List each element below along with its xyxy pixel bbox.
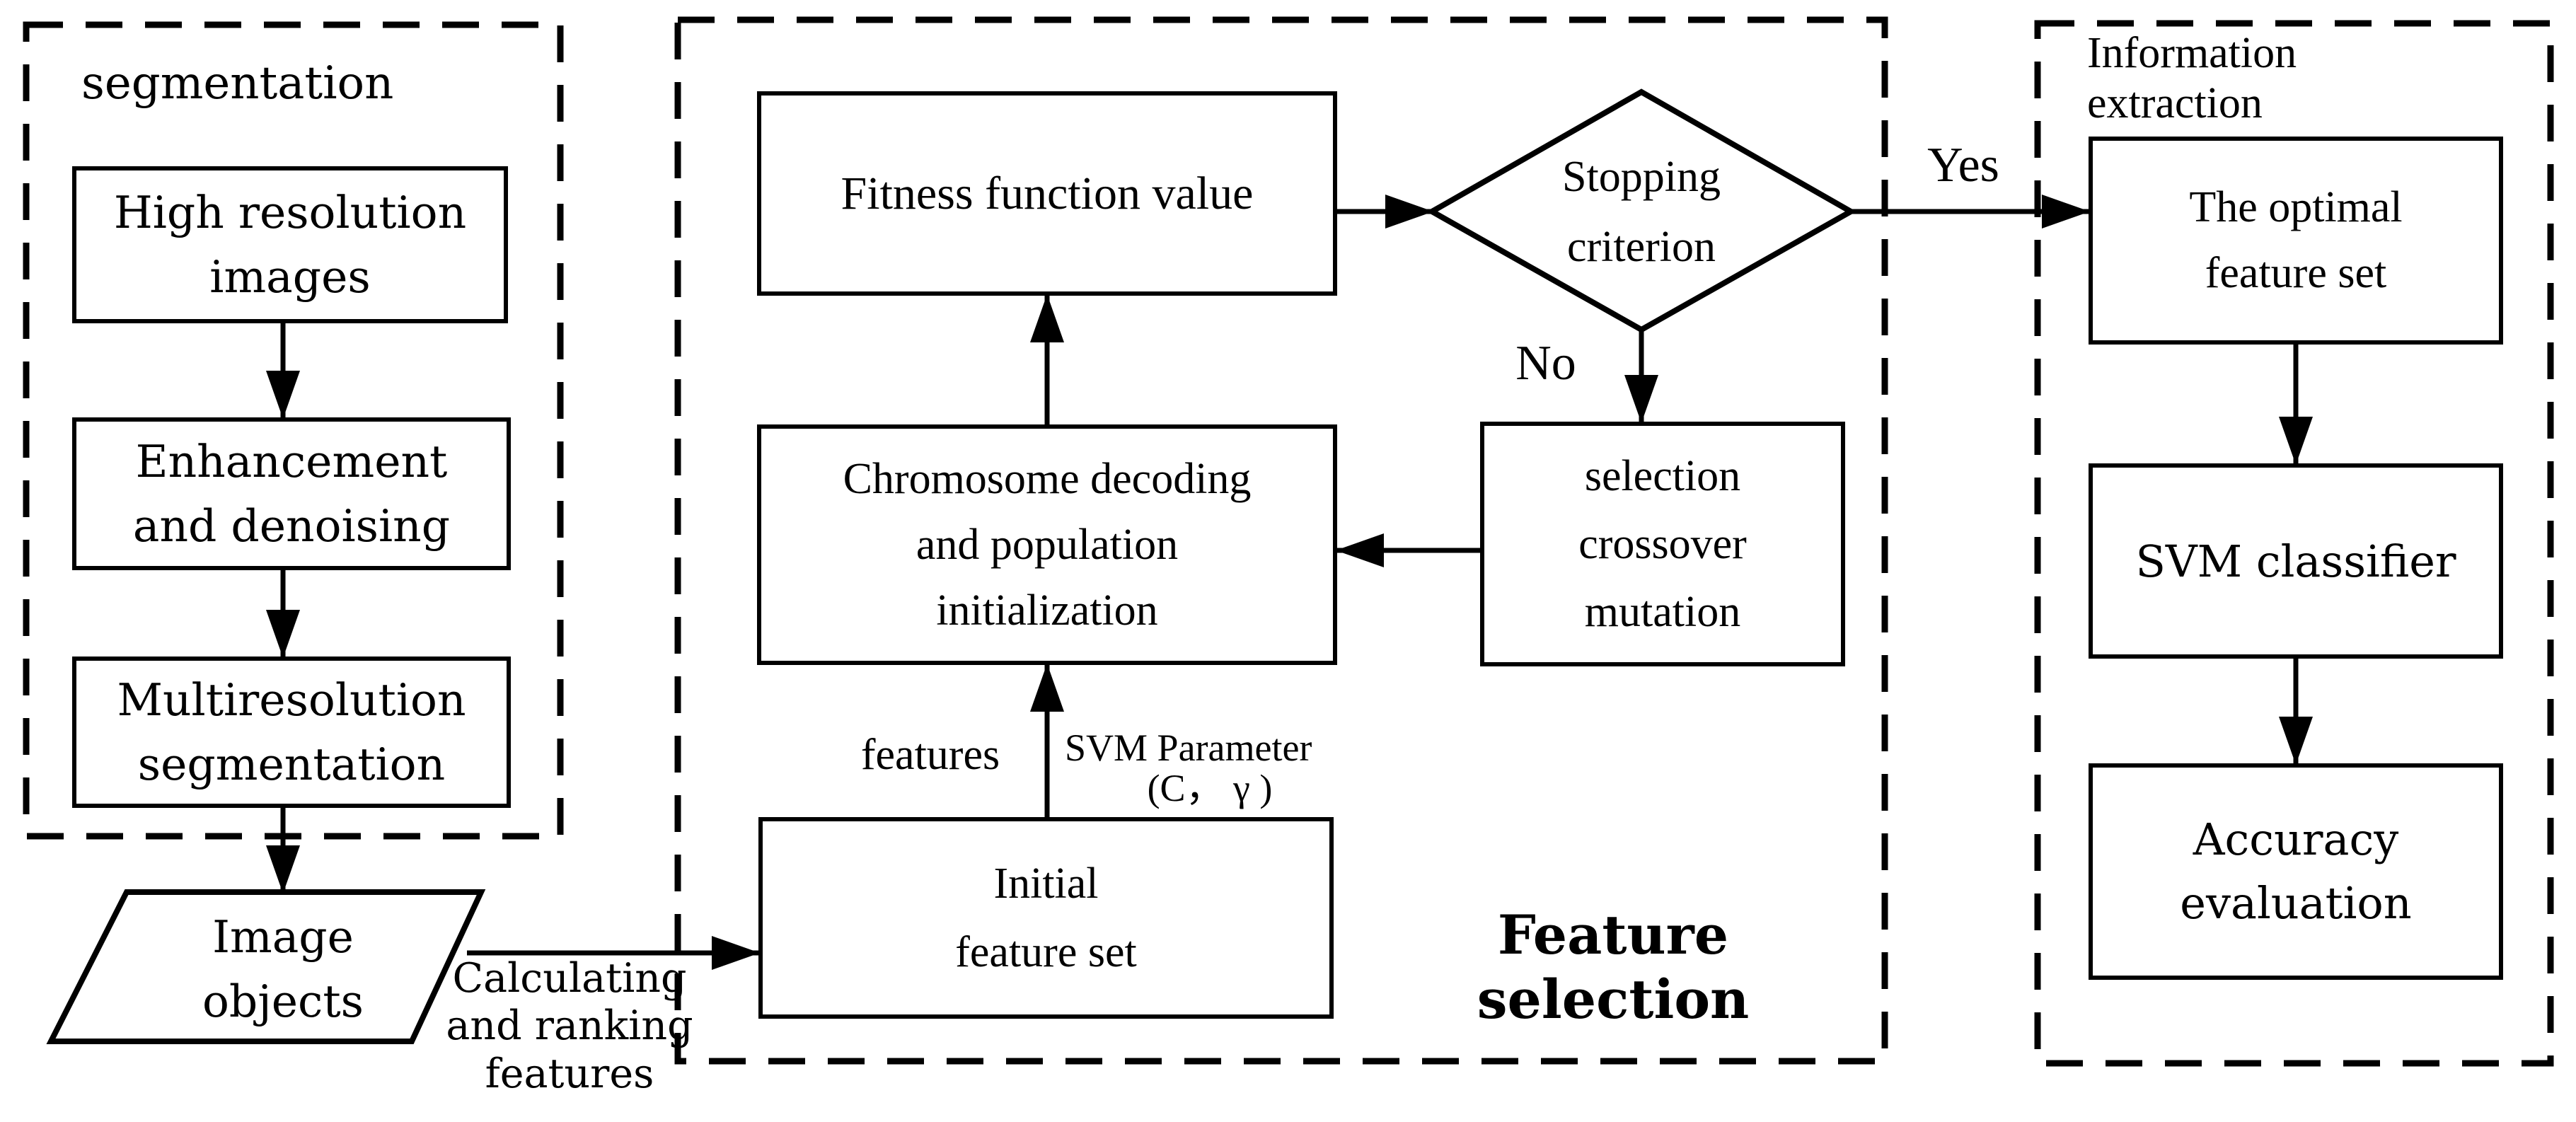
group-feature-selection-box xyxy=(674,16,1888,1065)
node-accuracy-evaluation: Accuracy evaluation xyxy=(2089,763,2503,980)
node-high-resolution-images: High resolution images xyxy=(72,166,508,323)
label-information-extraction: Information extraction xyxy=(2087,29,2297,128)
label-calculating-and-ranking-features: Calculating and ranking features xyxy=(446,955,693,1097)
node-the-optimal-feature-set: The optimal feature set xyxy=(2089,137,2503,345)
label-feature-selection: Feature selection xyxy=(1477,903,1750,1031)
node-image-objects-label: Image objects xyxy=(202,910,364,1027)
node-svm-classifier: SVM classifier xyxy=(2089,463,2503,659)
node-initial-feature-set: Initial feature set xyxy=(758,817,1334,1019)
group-information-extraction-box xyxy=(2034,20,2554,1067)
node-enhancement-and-denoising: Enhancement and denoising xyxy=(72,417,511,570)
label-yes: Yes xyxy=(1927,138,1999,192)
label-svm-parameter: SVM Parameter xyxy=(1065,727,1312,769)
node-fitness-function-value: Fitness function value xyxy=(757,91,1337,296)
node-selection-crossover-mutation: selection crossover mutation xyxy=(1480,422,1845,666)
label-segmentation: segmentation xyxy=(81,57,394,110)
node-chromosome-decoding: Chromosome decoding and population initi… xyxy=(757,424,1337,665)
group-segmentation-box xyxy=(23,21,564,840)
label-svm-parameter-values: (C， γ ) xyxy=(1147,767,1273,809)
label-no: No xyxy=(1515,336,1576,391)
node-stopping-criterion-label: Stopping criterion xyxy=(1562,152,1721,271)
image-objects-parallelogram-shape xyxy=(46,889,486,1044)
node-multiresolution-segmentation: Multiresolution segmentation xyxy=(72,657,511,808)
label-features: features xyxy=(860,731,1000,779)
